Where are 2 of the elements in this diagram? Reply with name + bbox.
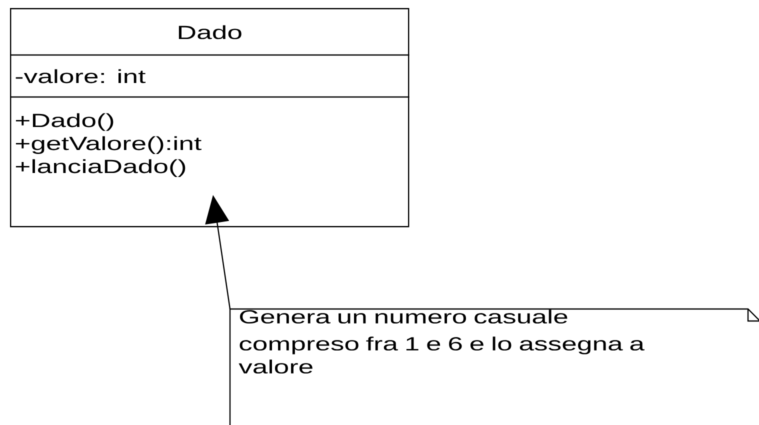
class-box: Dado -valore: int +Dado() +getValore():int +lanciaDado() bbox=[10, 8, 410, 228]
note-box: Genera un numero casuale compreso fra 1 e 6 e lo assegna a valore bbox=[229, 308, 759, 425]
